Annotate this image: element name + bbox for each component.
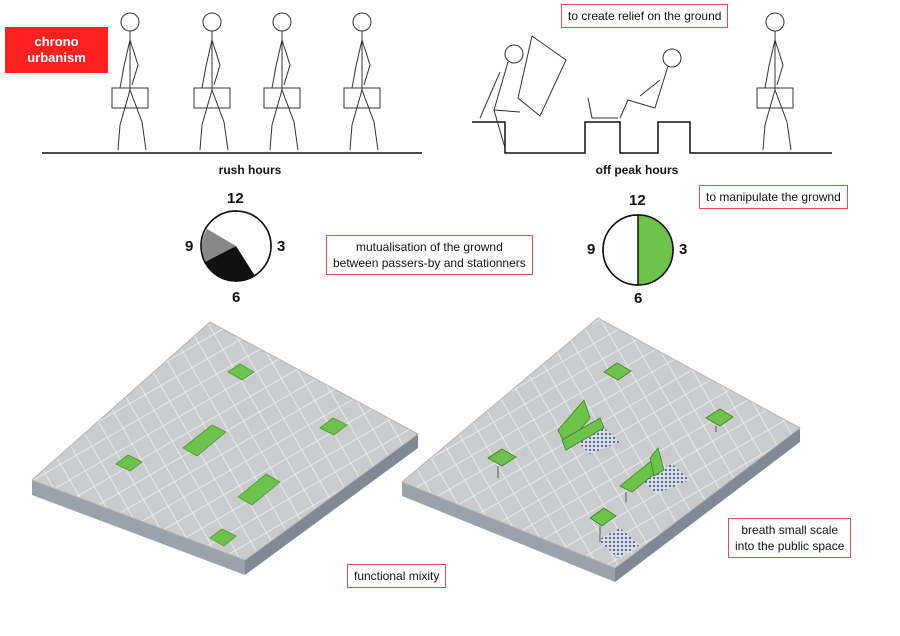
note-mutualisation: mutualisation of the grownd between pass… (326, 235, 533, 275)
offpeak-hours-clock (602, 214, 674, 286)
note-breath-line-2: into the public space (735, 539, 845, 553)
offpeak-clock-3: 3 (679, 241, 688, 258)
note-breath-line-1: breath small scale (741, 523, 839, 537)
note-functional-mixity: functional mixity (347, 564, 447, 588)
note-relief: to create relief on the ground (561, 4, 729, 28)
badge-line-1: chrono (34, 34, 79, 49)
note-breath: breath small scale into the public space (728, 518, 852, 558)
offpeak-ground-slab (401, 317, 801, 582)
offpeak-figures (479, 12, 794, 151)
rush-clock-9: 9 (185, 238, 194, 255)
offpeak-clock-9: 9 (587, 241, 596, 258)
rush-ground-slab (31, 321, 419, 575)
rush-clock-6: 6 (232, 289, 241, 306)
rush-clock-12: 12 (227, 190, 244, 207)
offpeak-clock-6: 6 (634, 290, 643, 307)
note-mutualisation-line-2: between passers-by and stationners (333, 256, 526, 270)
note-mutualisation-line-1: mutualisation of the grownd (356, 240, 503, 254)
offpeak-hours-caption: off peak hours (595, 163, 679, 177)
offpeak-ground-relief (472, 121, 832, 154)
rush-hours-clock (200, 210, 272, 282)
rush-clock-3: 3 (277, 238, 286, 255)
badge-line-2: urbanism (27, 50, 86, 65)
offpeak-clock-12: 12 (629, 192, 646, 209)
rush-hours-caption: rush hours (218, 163, 282, 177)
rush-walker-figures (111, 12, 381, 151)
chrono-urbanism-badge: chrono urbanism (5, 27, 108, 73)
note-manipulate: to manipulate the grownd (699, 185, 848, 209)
